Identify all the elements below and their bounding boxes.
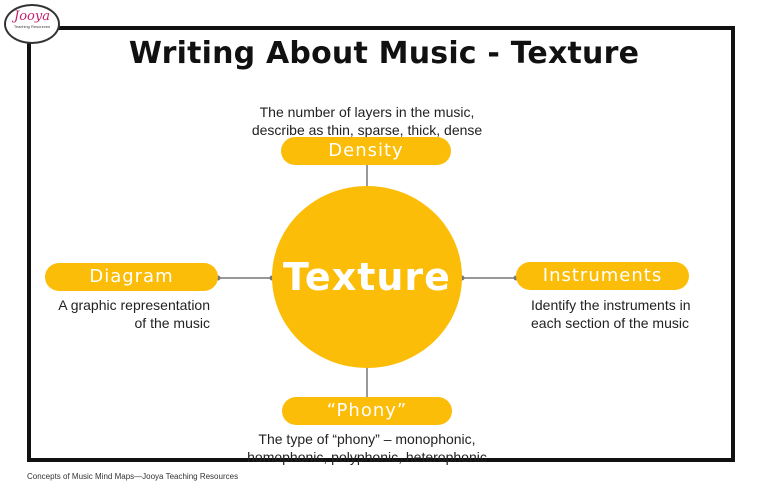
density-node: Density bbox=[281, 137, 451, 165]
instruments-description: Identify the instruments in each section… bbox=[531, 296, 741, 332]
density-desc-line1: The number of layers in the music, bbox=[259, 104, 475, 120]
instruments-node: Instruments bbox=[516, 262, 689, 290]
logo-subtitle: Teaching Resources bbox=[13, 24, 51, 29]
phony-description: The type of “phony” – monophonic, homoph… bbox=[217, 430, 517, 466]
hub-label: Texture bbox=[283, 255, 451, 299]
diagram-desc-line2: of the music bbox=[134, 315, 210, 331]
density-description: The number of layers in the music, descr… bbox=[217, 103, 517, 139]
diagram-desc-line1: A graphic representation bbox=[58, 297, 210, 313]
phony-desc-line2: homophonic, polyphonic, heterophonic bbox=[247, 449, 487, 465]
diagram-description: A graphic representation of the music bbox=[20, 296, 210, 332]
page-frame bbox=[27, 26, 735, 462]
instruments-desc-line1: Identify the instruments in bbox=[531, 297, 691, 313]
logo-word: Jooya bbox=[14, 9, 50, 24]
diagram-node: Diagram bbox=[45, 263, 218, 291]
jooya-logo: Jooya Teaching Resources bbox=[4, 4, 60, 44]
instruments-desc-line2: each section of the music bbox=[531, 315, 689, 331]
texture-hub: Texture bbox=[272, 186, 462, 368]
footer-credit: Concepts of Music Mind Maps—Jooya Teachi… bbox=[27, 472, 239, 481]
density-desc-line2: describe as thin, sparse, thick, dense bbox=[251, 122, 483, 138]
phony-desc-line1: The type of “phony” – monophonic, bbox=[258, 431, 476, 447]
page-title: Writing About Music - Texture bbox=[128, 36, 640, 71]
phony-node: “Phony” bbox=[282, 397, 452, 425]
